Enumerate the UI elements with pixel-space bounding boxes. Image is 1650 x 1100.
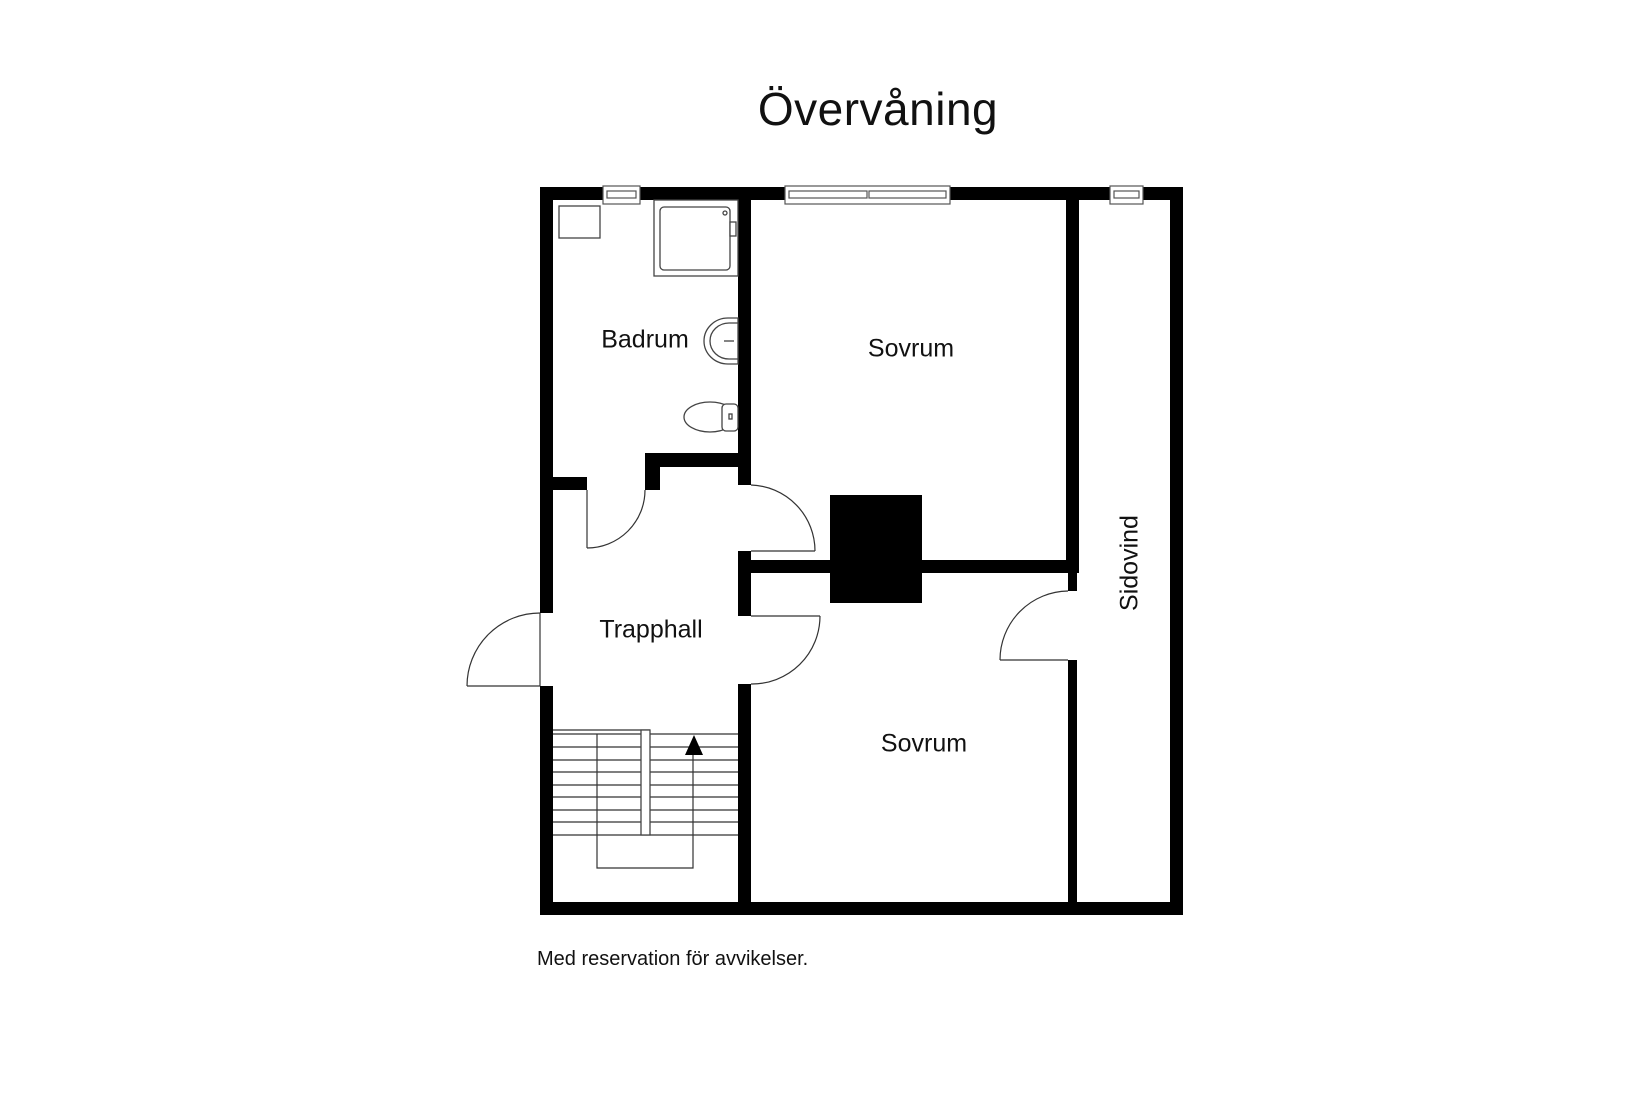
bathroom-fixtures	[558, 199, 739, 433]
stair-direction-arrow	[685, 735, 703, 755]
washbasin	[703, 317, 739, 365]
room-label-sovrum-upper: Sovrum	[867, 334, 955, 363]
door-entrance	[466, 612, 541, 687]
room-label-trapphall: Trapphall	[599, 615, 703, 644]
chimney	[830, 495, 922, 603]
interior-walls	[540, 187, 1079, 909]
window-bathroom	[602, 185, 641, 205]
toilet	[683, 401, 739, 433]
door-bathroom	[586, 489, 646, 549]
door-sidovind	[999, 590, 1069, 661]
window-sidovind	[1109, 185, 1144, 205]
room-label-badrum: Badrum	[601, 325, 689, 354]
door-sovrum-upper	[750, 484, 816, 552]
room-label-sidovind: Sidovind	[1115, 515, 1144, 611]
washing-machine	[558, 205, 601, 239]
room-label-sovrum-lower: Sovrum	[880, 729, 968, 758]
disclaimer: Med reservation för avvikelser.	[537, 948, 809, 970]
window-bedroom	[784, 185, 951, 205]
windows	[602, 185, 1144, 205]
shower	[653, 199, 739, 277]
door-sovrum-lower	[750, 615, 821, 685]
floor-title: Övervåning	[0, 82, 1650, 136]
floor-title-text: Övervåning	[757, 83, 999, 135]
staircase	[553, 729, 738, 869]
doors	[466, 484, 1069, 687]
